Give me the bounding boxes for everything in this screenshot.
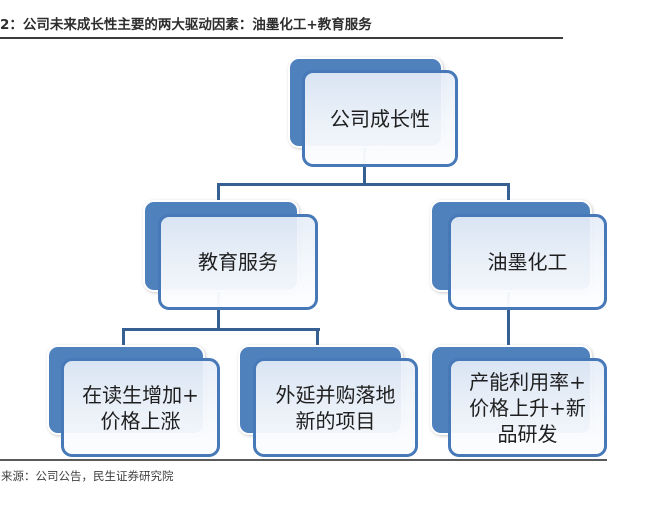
node-label-line: 产能利用率+ bbox=[469, 369, 586, 394]
node-ma-new-projects-panel: 外延并购落地 新的项目 bbox=[253, 358, 418, 457]
connector-level1-left-drop bbox=[217, 183, 220, 204]
node-ma-new-projects: 外延并购落地 新的项目 bbox=[238, 345, 418, 457]
node-label-line: 价格上涨 bbox=[100, 408, 181, 433]
connector-level2-crossbar bbox=[122, 328, 320, 331]
source-divider bbox=[0, 459, 607, 461]
node-label-line: 油墨化工 bbox=[487, 250, 568, 274]
node-enrollment-price: 在读生增加+ 价格上涨 bbox=[47, 345, 220, 457]
node-label-line: 外延并购落地 bbox=[275, 382, 396, 407]
connector-level1-right-drop bbox=[507, 183, 510, 204]
node-label-line: 教育服务 bbox=[198, 250, 278, 274]
figure-title: 2：公司未来成长性主要的两大驱动因素：油墨化工+教育服务 bbox=[0, 13, 563, 39]
node-label-line: 价格上升+新 bbox=[469, 395, 586, 420]
connector-level1-crossbar bbox=[217, 183, 510, 186]
node-label-line: 品研发 bbox=[497, 421, 558, 446]
node-label-line: 新的项目 bbox=[295, 408, 376, 433]
node-enrollment-price-panel: 在读生增加+ 价格上涨 bbox=[61, 358, 220, 457]
node-capacity-price-rnd: 产能利用率+ 价格上升+新 品研发 bbox=[430, 345, 607, 457]
source-note: 来源：公司公告，民生证券研究院 bbox=[1, 469, 174, 483]
node-capacity-price-rnd-panel: 产能利用率+ 价格上升+新 品研发 bbox=[448, 358, 607, 457]
node-education-services: 教育服务 bbox=[143, 200, 318, 310]
node-education-services-panel: 教育服务 bbox=[158, 214, 318, 310]
node-company-growth: 公司成长性 bbox=[288, 57, 458, 167]
node-company-growth-panel: 公司成长性 bbox=[302, 70, 458, 167]
connector-level2-right-drop bbox=[316, 328, 319, 349]
node-ink-chemicals-panel: 油墨化工 bbox=[448, 214, 607, 310]
node-ink-chemicals: 油墨化工 bbox=[430, 200, 607, 310]
connector-level2-left-drop bbox=[122, 328, 125, 349]
node-label-line: 在读生增加+ bbox=[82, 382, 199, 407]
node-label-line: 公司成长性 bbox=[330, 106, 430, 131]
